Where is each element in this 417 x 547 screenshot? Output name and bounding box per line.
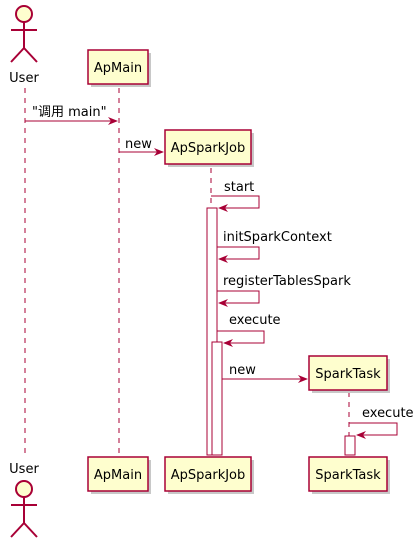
message-label: new bbox=[229, 363, 256, 378]
message-label: "调用 main" bbox=[32, 105, 107, 120]
participant-apmain-bottom: ApMain bbox=[87, 456, 151, 494]
message-init-spark-context: initSparkContext bbox=[217, 230, 332, 263]
message-label: initSparkContext bbox=[223, 230, 332, 245]
participant-box bbox=[308, 355, 388, 391]
sparktask-activation bbox=[344, 435, 356, 456]
message-execute-task: execute bbox=[349, 406, 414, 439]
participant-label: SparkTask bbox=[315, 367, 381, 382]
message-label: registerTablesSpark bbox=[223, 274, 351, 289]
user-actor-bottom: User bbox=[9, 462, 39, 538]
participant-box bbox=[87, 49, 149, 85]
user-actor-top: User bbox=[9, 5, 39, 86]
message-call-main: "调用 main" bbox=[25, 105, 118, 125]
message-execute-job: execute bbox=[217, 313, 281, 347]
message-arrow bbox=[349, 422, 398, 439]
user-actor-label-bottom: User bbox=[9, 462, 39, 477]
message-new-sparktask: new bbox=[222, 363, 308, 383]
participant-apsparkjob-bottom: ApSparkJob bbox=[164, 456, 254, 494]
participant-sparktask-bottom: SparkTask bbox=[308, 456, 390, 494]
message-new-apsparkjob: new bbox=[119, 137, 164, 156]
message-arrow bbox=[217, 246, 260, 263]
apsparkjob-nested-activation bbox=[211, 341, 223, 456]
participant-label: ApSparkJob bbox=[171, 141, 246, 156]
message-arrow bbox=[211, 195, 260, 212]
message-label: new bbox=[125, 137, 152, 152]
user-actor-head bbox=[15, 5, 33, 23]
message-label: execute bbox=[229, 313, 281, 328]
participant-apsparkjob-top: ApSparkJob bbox=[164, 129, 254, 167]
user-actor-label-top: User bbox=[9, 71, 39, 86]
participant-box bbox=[87, 456, 149, 492]
participant-label: SparkTask bbox=[315, 468, 381, 483]
participant-box bbox=[164, 456, 252, 492]
participant-label: ApMain bbox=[94, 61, 142, 76]
message-start: start bbox=[211, 180, 260, 212]
participant-label: ApMain bbox=[94, 468, 142, 483]
message-arrow bbox=[217, 330, 265, 347]
participant-box bbox=[308, 456, 388, 492]
participant-apmain-top: ApMain bbox=[87, 49, 151, 87]
message-arrow bbox=[217, 290, 260, 307]
participant-label: ApSparkJob bbox=[171, 468, 246, 483]
user-actor-head-bottom bbox=[15, 480, 33, 498]
message-label: execute bbox=[362, 406, 414, 421]
participant-sparktask-top: SparkTask bbox=[308, 355, 390, 393]
participant-box bbox=[164, 129, 252, 165]
message-register-tables-spark: registerTablesSpark bbox=[217, 274, 351, 307]
message-label: start bbox=[224, 180, 254, 195]
